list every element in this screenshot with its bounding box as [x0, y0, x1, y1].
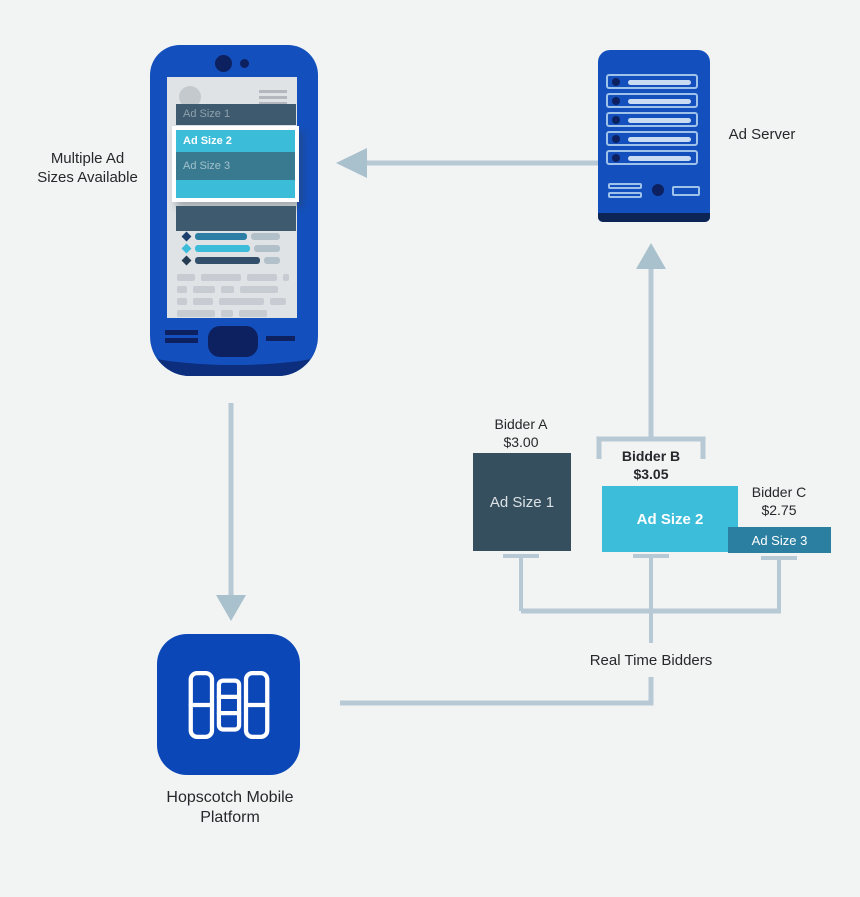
- multiple-ad-sizes-label: Multiple Ad Sizes Available: [37, 150, 138, 186]
- placeholder-text-line: [177, 286, 284, 293]
- ad-size-popup-card: Ad Size 2 Ad Size 3: [172, 126, 299, 202]
- placeholder-text-line: [177, 274, 295, 281]
- diamond-bullet-icon: [181, 231, 192, 242]
- bidder-c-label: Bidder C $2.75: [719, 484, 839, 519]
- content-bar: [176, 206, 296, 231]
- mic-line: [266, 336, 295, 341]
- bidder-c-bid: $2.75: [761, 501, 797, 518]
- camera-dot-icon: [240, 59, 249, 68]
- server-drive-bay: [606, 131, 698, 146]
- diamond-bullet-icon: [181, 243, 192, 254]
- hopscotch-platform-tile: [157, 634, 300, 775]
- hamburger-menu-icon: [259, 90, 287, 105]
- ad-size-empty-row: [176, 180, 295, 198]
- arrow-server-to-phone-head: [336, 148, 367, 178]
- ad-size-1-row: Ad Size 1: [176, 104, 296, 125]
- speaker-lines: [165, 338, 198, 343]
- bidder-b-label: Bidder B $3.05: [591, 448, 711, 483]
- drive-bay-led-icon: [612, 135, 620, 143]
- rtb-to-platform-connector: [340, 677, 654, 706]
- bidder-a-label: Bidder A $3.00: [461, 416, 581, 451]
- bidder-c-box: Ad Size 3: [728, 527, 831, 553]
- server-drive-bay: [606, 74, 698, 89]
- real-time-bidders-label: Real Time Bidders: [589, 652, 713, 669]
- diamond-bullet-icon: [181, 255, 192, 266]
- drive-bay-led-icon: [612, 154, 620, 162]
- home-button: [208, 326, 258, 357]
- server-base: [598, 213, 710, 222]
- ad-size-2-row-selected: Ad Size 2: [176, 130, 295, 152]
- phone-screen: Ad Size 1 Ad Size 2 Ad Size 3: [167, 77, 299, 318]
- speaker-lines: [165, 330, 198, 335]
- server-port: [672, 186, 700, 196]
- server-drive-bay: [606, 93, 698, 108]
- server-drive-bay: [606, 150, 698, 165]
- ad-size-3-row: Ad Size 3: [176, 152, 295, 180]
- drive-bay-led-icon: [612, 97, 620, 105]
- hopscotch-platform-label: Hopscotch Mobile Platform: [166, 789, 294, 826]
- phone-illustration: Ad Size 1 Ad Size 2 Ad Size 3: [150, 45, 318, 376]
- server-drive-bay: [606, 112, 698, 127]
- bidder-b-bid: $3.05: [633, 465, 669, 482]
- ad-server-label: Ad Server: [728, 126, 796, 143]
- bidder-b-box: Ad Size 2: [602, 486, 738, 552]
- drive-bay-led-icon: [612, 116, 620, 124]
- server-vent-line: [608, 183, 642, 189]
- server-vent-line: [608, 192, 642, 198]
- bidder-a-box: Ad Size 1: [473, 453, 571, 551]
- placeholder-text-line: [177, 298, 292, 305]
- arrow-phone-to-platform-head: [216, 595, 246, 621]
- arrow-bidder-to-server-head: [636, 243, 666, 269]
- avatar: [179, 86, 201, 108]
- placeholder-text-line: [177, 310, 273, 317]
- bidder-a-bid: $3.00: [503, 433, 539, 450]
- ad-server-illustration: [598, 50, 710, 222]
- hopscotch-grid-icon: [188, 670, 269, 739]
- drive-bay-led-icon: [612, 78, 620, 86]
- power-button-icon: [652, 184, 664, 196]
- camera-icon: [215, 55, 232, 72]
